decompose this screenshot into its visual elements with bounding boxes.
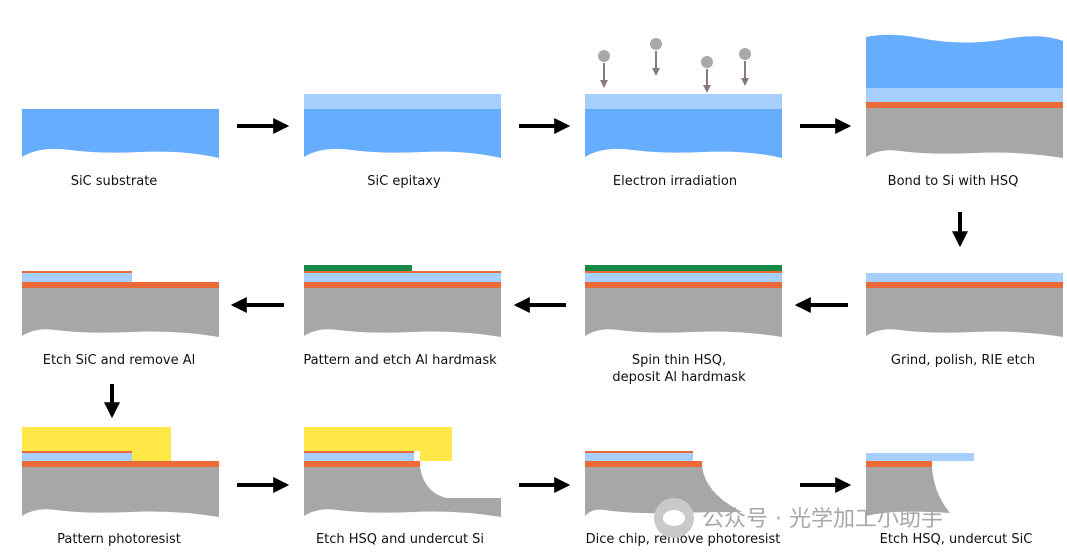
wechat-logo-icon: [654, 498, 694, 538]
electron-icon: [739, 48, 751, 60]
epitaxy-layer: [304, 273, 501, 282]
hsq-layer: [304, 282, 501, 288]
si-substrate-layer: [866, 108, 1063, 158]
step-label: Pattern and etch Al hardmask: [303, 353, 497, 368]
si-substrate-layer: [866, 288, 1063, 337]
step-label: Electron irradiation: [613, 174, 737, 189]
epitaxy-layer: [585, 273, 782, 282]
si-substrate-layer: [585, 467, 742, 516]
hsq-layer: [866, 282, 1063, 288]
epitaxy-layer: [866, 453, 974, 461]
thin-hsq-layer: [585, 271, 782, 273]
thin-hsq-layer: [304, 271, 501, 273]
hsq-layer: [585, 461, 702, 467]
epitaxy-layer: [22, 453, 132, 461]
hsq-layer: [585, 282, 782, 288]
si-substrate-layer: [22, 467, 219, 517]
step-6-spin-hsq-deposit-al: [585, 265, 782, 337]
step-label: Etch HSQ and undercut Si: [316, 532, 484, 547]
step-10-etch-hsq-undercut-si: [304, 427, 501, 517]
epitaxy-layer: [304, 453, 414, 461]
step-9-pattern-photoresist: [22, 427, 219, 517]
electron-icon: [598, 50, 610, 62]
hsq-layer: [22, 461, 219, 467]
step-label: Spin thin HSQ,: [632, 353, 726, 368]
process-arrows: [104, 118, 968, 493]
step-label: Pattern photoresist: [57, 532, 181, 547]
si-substrate-layer: [304, 288, 501, 337]
step-label: deposit Al hardmask: [612, 370, 746, 385]
si-substrate-layer: [585, 288, 782, 337]
si-substrate-layer: [866, 467, 950, 516]
hsq-layer: [866, 461, 932, 467]
step-label: Etch HSQ, undercut SiC: [880, 532, 1033, 547]
step-1-sic-substrate: [22, 109, 219, 158]
sic-substrate-layer: [22, 109, 219, 158]
epitaxy-layer: [304, 94, 501, 109]
hsq-layer: [866, 102, 1063, 108]
epitaxy-layer: [585, 94, 782, 109]
step-4-bond-to-si: [866, 34, 1063, 158]
electron-icon: [650, 38, 662, 50]
photoresist-layer: [22, 427, 171, 461]
electron-beam: [598, 38, 751, 93]
thin-hsq-layer: [22, 451, 132, 453]
thin-hsq-layer: [304, 451, 414, 453]
chat-bubble-icon: [663, 510, 685, 526]
step-8-etch-sic: [22, 271, 219, 337]
step-7-pattern-al: [304, 265, 501, 337]
watermark-text: 公众号 · 光学加工小助手: [702, 507, 943, 532]
epitaxy-layer: [866, 273, 1063, 282]
step-11-dice-chip: [585, 451, 742, 516]
photoresist-layer: [304, 427, 452, 461]
step-label: SiC epitaxy: [367, 174, 441, 189]
step-label: Grind, polish, RIE etch: [891, 353, 1035, 368]
step-labels: SiC substrate SiC epitaxy Electron irrad…: [43, 174, 1035, 547]
step-12-etch-hsq-undercut-sic: [866, 453, 974, 516]
sic-substrate-layer: [866, 34, 1063, 88]
step-label: Dice chip, remove photoresist: [586, 532, 781, 547]
sic-substrate-layer: [304, 109, 501, 158]
epitaxy-layer: [22, 273, 132, 282]
thin-hsq-layer: [22, 271, 132, 273]
hsq-layer: [304, 461, 420, 467]
step-label: Etch SiC and remove Al: [43, 353, 196, 368]
step-label: SiC substrate: [71, 174, 158, 189]
step-label: Bond to Si with HSQ: [888, 174, 1019, 189]
epitaxy-layer: [866, 88, 1063, 102]
sic-substrate-layer: [585, 109, 782, 158]
al-hardmask-layer: [585, 265, 782, 271]
epitaxy-layer: [585, 453, 693, 461]
step-5-grind-polish: [866, 273, 1063, 337]
thin-hsq-layer: [585, 451, 693, 453]
step-2-sic-epitaxy: [304, 94, 501, 158]
hsq-layer: [22, 282, 219, 288]
si-substrate-layer: [22, 288, 219, 337]
si-substrate-layer: [304, 467, 501, 517]
electron-icon: [701, 56, 713, 68]
al-hardmask-layer: [304, 265, 412, 271]
step-3-electron-irradiation: [585, 38, 782, 158]
